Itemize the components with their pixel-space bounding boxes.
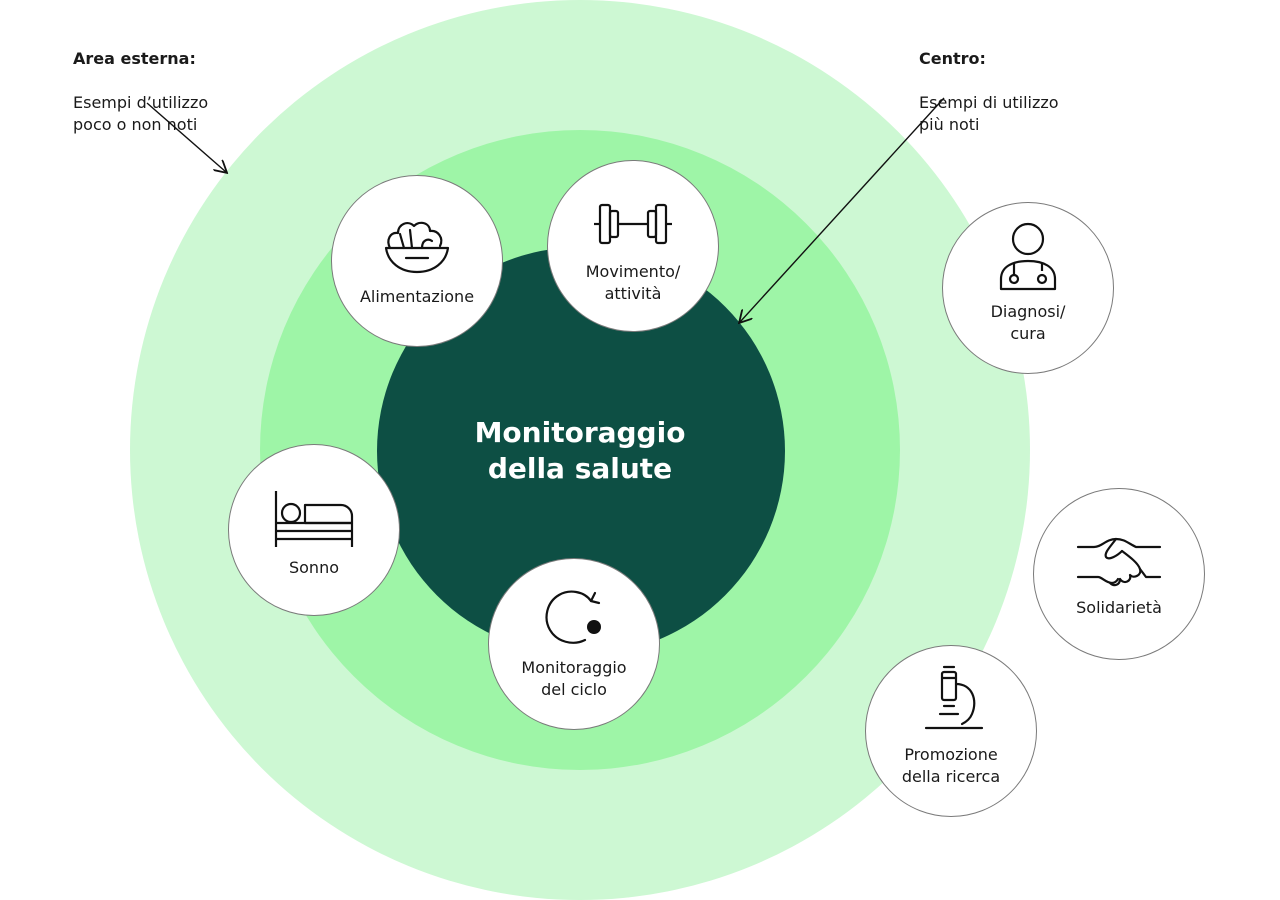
handshake-icon — [1076, 537, 1162, 587]
node-monitoraggio-ciclo[interactable]: Monitoraggio del ciclo — [488, 558, 660, 730]
node-diagnosi[interactable]: Diagnosi/ cura — [942, 202, 1114, 374]
dumbbell-icon — [594, 203, 672, 245]
salad-bowl-icon — [384, 221, 450, 274]
node-solidarieta[interactable]: Solidarietà — [1033, 488, 1205, 660]
node-label: Diagnosi/ cura — [990, 302, 1066, 343]
node-label: Alimentazione — [359, 287, 475, 306]
cycle-icon — [545, 590, 601, 644]
annotation-center-area: Centro: Esempi di utilizzo più noti — [919, 26, 1059, 136]
annotation-outer-text: Esempi d’utilizzo poco o non noti — [73, 93, 209, 134]
bed-icon — [274, 491, 354, 547]
annotation-center-heading: Centro: — [919, 49, 986, 68]
node-label: Promozione della ricerca — [901, 745, 1001, 786]
node-label: Sonno — [288, 558, 339, 577]
node-promozione-ricerca[interactable]: Promozione della ricerca — [865, 645, 1037, 817]
annotation-outer-area: Area esterna: Esempi d’utilizzo poco o n… — [73, 26, 208, 136]
node-label: Movimento/ attività — [585, 262, 681, 303]
node-alimentazione[interactable]: Alimentazione — [331, 175, 503, 347]
node-label: Solidarietà — [1076, 598, 1162, 617]
center-title: Monitoraggio della salute — [430, 415, 730, 487]
node-movimento[interactable]: Movimento/ attività — [547, 160, 719, 332]
center-title-line1: Monitoraggio — [474, 416, 686, 449]
node-label: Monitoraggio del ciclo — [521, 658, 627, 699]
annotation-center-text: Esempi di utilizzo più noti — [919, 93, 1059, 134]
center-title-line2: della salute — [487, 452, 673, 485]
arrow-center-icon — [740, 97, 945, 322]
microscope-icon — [924, 665, 984, 730]
doctor-icon — [999, 222, 1057, 291]
node-sonno[interactable]: Sonno — [228, 444, 400, 616]
arrow-outer-icon — [146, 102, 226, 172]
annotation-outer-heading: Area esterna: — [73, 49, 196, 68]
